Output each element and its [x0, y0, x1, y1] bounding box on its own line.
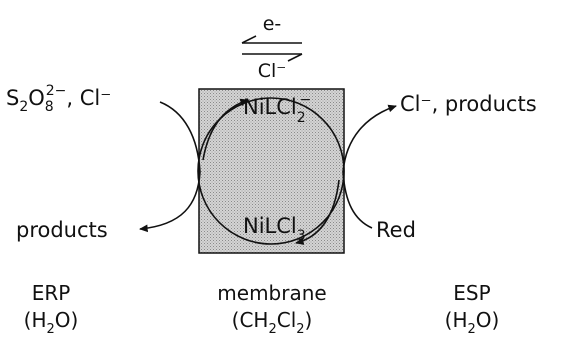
cycle-top-left-arrow — [202, 98, 249, 161]
phase-erp-solvent: (H2O) — [24, 308, 79, 337]
carrier-bottom-label: NiLCl3 — [243, 214, 306, 244]
left-top-curve — [159, 101, 201, 173]
right-products-label: Cl⁻, products — [400, 92, 537, 116]
reductant-label: Red — [376, 218, 416, 242]
transport-arrows — [241, 35, 303, 62]
phase-erp-name: ERP — [32, 281, 71, 305]
oxidant-label: S2O82−, Cl⁻ — [6, 83, 111, 115]
left-products-label: products — [16, 218, 108, 242]
right-top-curve — [342, 104, 397, 173]
phase-esp-solvent: (H2O) — [445, 308, 500, 337]
left-bottom-curve — [139, 171, 201, 233]
backward-species-label: Cl⁻ — [258, 60, 287, 82]
carrier-top-label: NiLCl2− — [243, 92, 311, 126]
cycle-bottom-right-arrow — [295, 179, 340, 245]
right-bottom-curve — [342, 171, 373, 229]
carrier-cycle — [197, 97, 345, 245]
phase-esp-name: ESP — [453, 281, 490, 305]
phase-membrane-solvent: (CH2Cl2) — [232, 308, 313, 337]
phase-membrane-name: membrane — [217, 281, 326, 305]
forward-species-label: e- — [263, 13, 282, 35]
